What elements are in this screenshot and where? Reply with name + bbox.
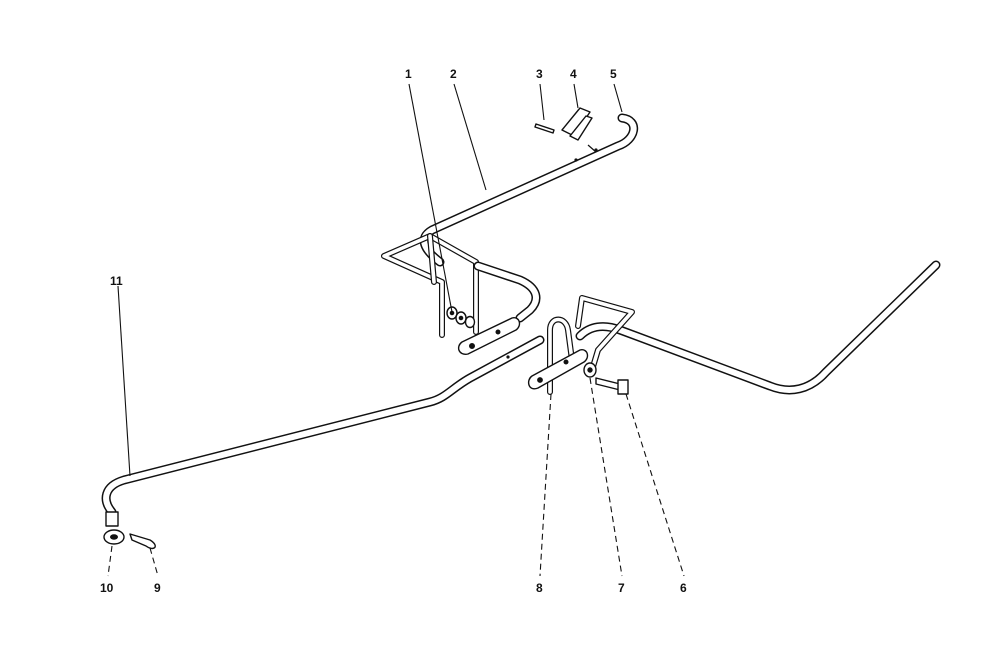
callout-5: 5	[610, 67, 617, 81]
washer-7	[583, 362, 597, 378]
upper-control-rod	[419, 113, 638, 267]
callout-6: 6	[680, 581, 687, 595]
clip-4	[561, 107, 593, 141]
callout-2: 2	[450, 67, 457, 81]
callout-8: 8	[536, 581, 543, 595]
pin-3	[534, 123, 555, 134]
cotter-pin-9	[129, 533, 156, 550]
callouts: 1 2 3 4 5 6 7 8 9 10 11	[100, 67, 687, 595]
callout-7: 7	[618, 581, 625, 595]
callout-1: 1	[405, 67, 412, 81]
callout-4: 4	[570, 67, 577, 81]
callout-11: 11	[110, 274, 123, 288]
callout-10: 10	[100, 581, 114, 595]
bolt-6	[595, 377, 629, 395]
leader-lines	[107, 83, 685, 577]
mid-rod	[473, 261, 541, 323]
front-rod	[101, 335, 545, 527]
right-bracket	[547, 295, 635, 395]
rod-hole	[594, 148, 598, 152]
callout-9: 9	[154, 581, 161, 595]
callout-3: 3	[536, 67, 543, 81]
rod-hole	[574, 158, 578, 162]
lower-plate	[527, 349, 589, 390]
plate-hole	[495, 329, 501, 335]
right-rod	[575, 260, 941, 395]
mounting-plate	[457, 317, 521, 355]
washer-10	[103, 529, 125, 545]
plate-hole	[469, 343, 475, 349]
upper-bracket	[381, 233, 479, 338]
